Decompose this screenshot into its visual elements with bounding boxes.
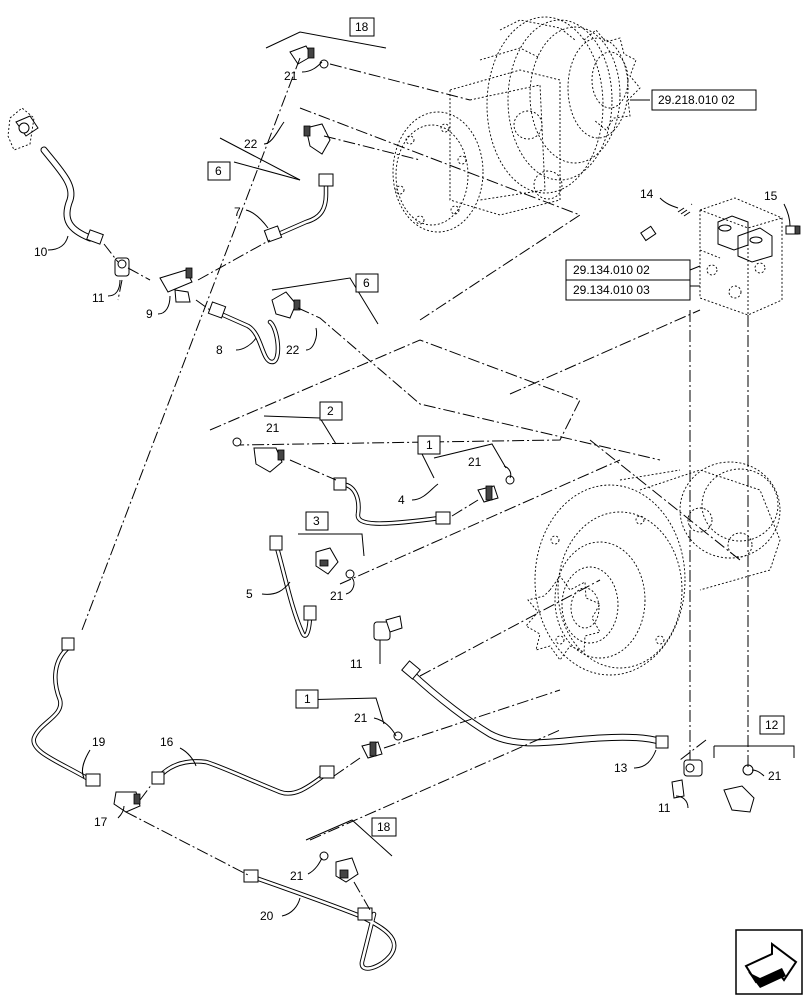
- tube-16: [151, 759, 335, 796]
- callout-4: 4: [398, 493, 405, 507]
- svg-text:18: 18: [377, 820, 391, 834]
- svg-text:6: 6: [215, 164, 222, 178]
- callout-11-lower: 11: [658, 801, 671, 815]
- elbow-fitting-3: [315, 547, 355, 579]
- callout-22-upper: 22: [244, 137, 258, 151]
- clamp-11-upper: [114, 257, 130, 277]
- tee-fitting-17: [113, 791, 141, 813]
- box-6-lower: 6: [355, 273, 379, 293]
- box-1-middle: 1: [417, 435, 441, 455]
- ref-valve-b-text[interactable]: 29.134.010 03: [573, 283, 650, 297]
- tube-19: [31, 637, 101, 787]
- svg-text:12: 12: [765, 718, 779, 732]
- ref-motor-text[interactable]: 29.218.010 02: [658, 93, 735, 107]
- svg-text:18: 18: [355, 20, 369, 34]
- svg-text:2: 2: [327, 404, 334, 418]
- callout-11-middle: 11: [350, 657, 363, 671]
- box-2: 2: [319, 401, 343, 421]
- ref-valve-a-text[interactable]: 29.134.010 02: [573, 263, 650, 277]
- tee-fitting-2: [232, 437, 285, 473]
- tee-fitting-9: [159, 267, 193, 303]
- next-page-arrow-icon[interactable]: [735, 929, 803, 995]
- tube-20: [243, 869, 397, 971]
- plug-15: [785, 225, 801, 235]
- callout-10: 10: [34, 245, 48, 259]
- elbow-fitting-8: [271, 291, 301, 319]
- callout-9: 9: [146, 307, 153, 321]
- callout-21-top: 21: [284, 69, 298, 83]
- tube-4: [333, 477, 451, 526]
- callout-21-1a: 21: [468, 455, 482, 469]
- callout-21-3: 21: [330, 589, 344, 603]
- box-12: 12: [759, 715, 785, 735]
- reference-boxes: 29.218.010 02 29.134.010 02 29.134.010 0…: [565, 89, 757, 301]
- svg-text:1: 1: [304, 692, 311, 706]
- callout-21-1b: 21: [354, 711, 368, 725]
- ref-valve-a[interactable]: 29.134.010 02: [565, 259, 691, 281]
- connection-lines: [81, 57, 749, 911]
- svg-text:1: 1: [426, 438, 433, 452]
- callout-8: 8: [216, 343, 223, 357]
- callout-19: 19: [92, 735, 106, 749]
- boxed-callouts: 18 6 6 2 1 3 1 12: [207, 17, 785, 837]
- callout-15: 15: [764, 189, 778, 203]
- callout-7: 7: [234, 205, 241, 219]
- upper-drive-motor: [392, 16, 641, 233]
- callout-13: 13: [614, 761, 628, 775]
- callout-14: 14: [640, 187, 654, 201]
- svg-text:3: 3: [313, 514, 320, 528]
- lower-drive-motor: [525, 461, 781, 676]
- callout-5: 5: [246, 587, 253, 601]
- fitting-1-lower: [361, 731, 403, 759]
- fitting-18-upper: [289, 45, 329, 69]
- box-1-lower: 1: [295, 689, 319, 709]
- elbow-fitting-12: [723, 764, 755, 813]
- valve-block: [699, 197, 783, 316]
- callout-21-2: 21: [266, 421, 280, 435]
- box-3: 3: [305, 511, 329, 531]
- callout-22-lower: 22: [286, 343, 300, 357]
- callout-16: 16: [160, 735, 174, 749]
- hose-10: [7, 107, 104, 245]
- callout-labels: 10 11 9 8 7 22 22 21 21 21 4 5 21 11 21 …: [34, 69, 782, 923]
- fitting-18-lower: [319, 851, 359, 883]
- ref-motor[interactable]: 29.218.010 02: [651, 89, 757, 111]
- fitting-1-middle: [477, 475, 515, 503]
- tube-7: [263, 173, 334, 243]
- callout-20: 20: [260, 909, 274, 923]
- clamp-11-middle: [373, 615, 403, 641]
- leader-lines: [47, 61, 791, 917]
- elbow-fitting-22-upper: [303, 123, 331, 155]
- hose-13: [401, 660, 669, 749]
- box-18-upper: 18: [349, 17, 375, 37]
- clamp-11-lower: [671, 759, 703, 799]
- svg-text:6: 6: [363, 276, 370, 290]
- callout-21-18: 21: [290, 869, 304, 883]
- bolt-14: [640, 203, 693, 242]
- callout-21-12: 21: [768, 769, 782, 783]
- tube-8: [207, 301, 281, 365]
- callout-11-upper: 11: [92, 291, 105, 305]
- callout-17: 17: [94, 815, 108, 829]
- bracket-lines: [219, 31, 795, 857]
- ref-valve-b[interactable]: 29.134.010 03: [565, 279, 691, 301]
- box-18-lower: 18: [371, 817, 397, 837]
- tube-5: [269, 535, 317, 638]
- box-6-upper: 6: [207, 161, 231, 181]
